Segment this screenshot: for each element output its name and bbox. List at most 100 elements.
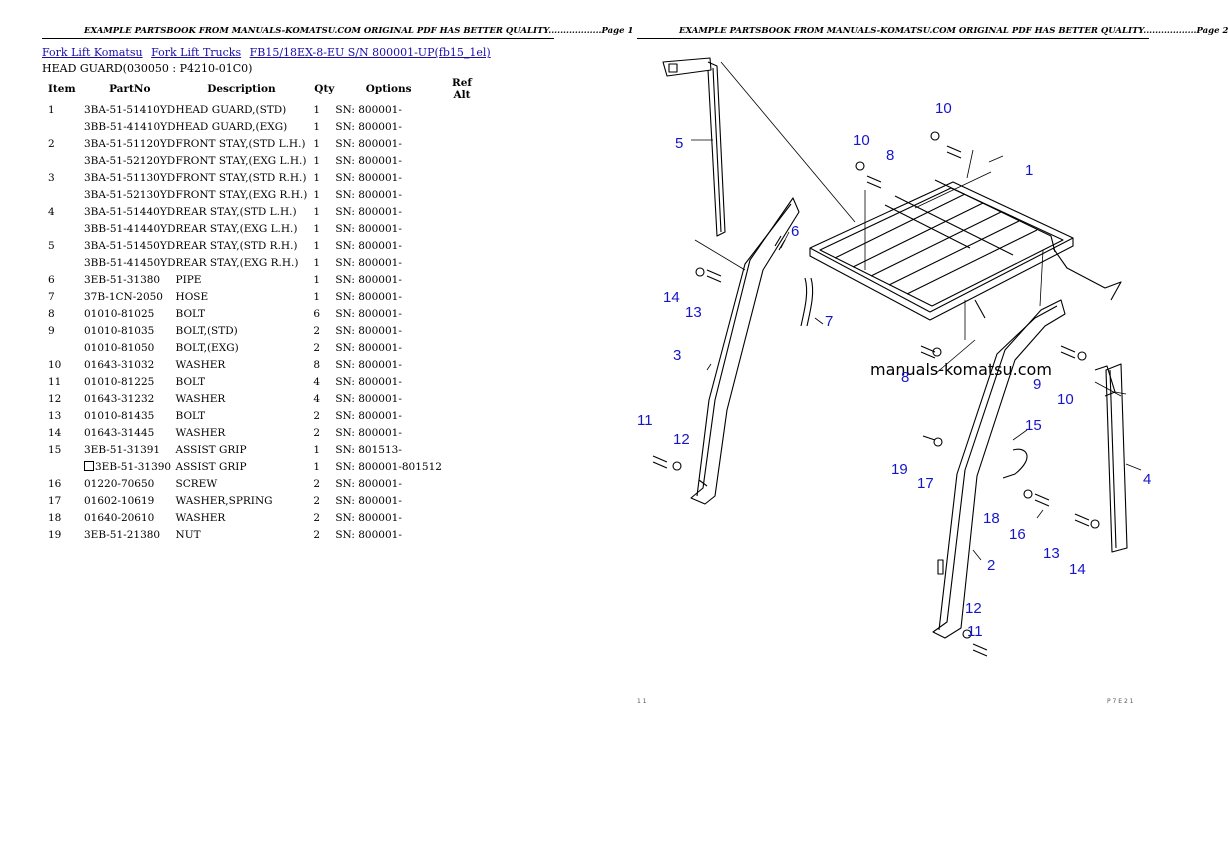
cell-qty: 8 [307,356,335,373]
cell-qty-text: 2 [313,341,321,354]
cell-qty-text: 1 [313,171,321,184]
cell-description-text: BOLT [175,375,206,388]
column-header-partno: PartNo [109,83,151,95]
cell-qty-text: 6 [313,307,321,320]
cell-description-text: BOLT,(STD) [175,324,238,337]
cell-partno: 01643-31232 [84,390,176,407]
cell-qty-text: 1 [313,103,321,116]
cell-partno-text: 3BB-51-41440YD [84,222,176,235]
column-header-qty: Qty [314,83,335,95]
fasteners [652,131,1100,657]
cell-options: SN: 800001- [335,390,442,407]
callout-label-1: 1 [1025,162,1033,179]
callout-label-10: 10 [853,132,870,149]
cell-qty: 1 [307,203,335,220]
breadcrumb-link-fork-lift-komatsu[interactable]: Fork Lift Komatsu [42,46,143,59]
breadcrumb-link-model[interactable]: FB15/18EX-8-EU S/N 800001-UP(fb15_1el) [249,46,491,59]
callout-label-12: 12 [673,431,690,448]
column-header-options: Options [365,83,412,95]
cell-item: 8 [42,305,84,322]
cell-qty-text: 2 [313,528,321,541]
cell-description-text: WASHER [175,392,226,405]
cell-options: SN: 800001- [335,220,442,237]
cell-item-text: 7 [48,290,55,303]
cell-item: 16 [42,475,84,492]
cell-description-text: BOLT [175,409,206,422]
cell-description: PIPE [176,271,308,288]
cell-item-text: 10 [48,358,62,371]
cell-options: SN: 800001- [335,169,442,186]
cell-partno-text: 3BA-51-51130YD [84,171,176,184]
cell-options: SN: 800001-801512 [335,458,442,475]
cell-partno-text: 3BA-51-51410YD [84,103,176,116]
cell-description-text: BOLT [175,307,206,320]
cell-partno-text: 01643-31032 [84,358,155,371]
cell-ref-alt [442,356,482,373]
cell-qty: 1 [307,441,335,458]
cell-partno: 01010-81025 [84,305,176,322]
cell-item [42,220,84,237]
cell-qty: 1 [307,220,335,237]
cell-qty: 2 [307,492,335,509]
cell-partno-text: 01643-31445 [84,426,155,439]
cell-qty: 2 [307,339,335,356]
cell-description-text: WASHER [175,426,226,439]
cell-options-text: SN: 800001- [335,511,402,524]
cell-partno: 01643-31032 [84,356,176,373]
cell-options: SN: 800001- [335,101,442,118]
cell-ref-alt [442,373,482,390]
cell-partno: 3BA-51-52120YD [84,152,176,169]
cell-partno: 3BA-51-51130YD [84,169,176,186]
cell-options-text: SN: 800001- [335,358,402,371]
breadcrumb-link-fork-lift-trucks[interactable]: Fork Lift Trucks [151,46,242,59]
cell-qty-text: 2 [313,511,321,524]
cell-item-text: 11 [48,375,62,388]
cell-item: 7 [42,288,84,305]
cell-description-text: REAR STAY,(STD L.H.) [175,205,297,218]
cell-item: 2 [42,135,84,152]
cell-description: FRONT STAY,(EXG L.H.) [176,152,308,169]
callout-label-7: 7 [825,313,833,330]
cell-item: 19 [42,526,84,543]
cell-partno-text: 3BB-51-41450YD [84,256,176,269]
cell-ref-alt [442,390,482,407]
rear-stay-rh-part5 [662,57,726,237]
cell-partno-text: 37B-1CN-2050 [84,290,163,303]
cell-description-text: FRONT STAY,(EXG L.H.) [175,154,307,167]
callout-label-12: 12 [965,600,982,617]
cell-options: SN: 800001- [335,203,442,220]
cell-options: SN: 801513- [335,441,442,458]
cell-partno-text: 3BA-51-52130YD [84,188,176,201]
cell-partno-text: 3EB-51-31391 [84,443,161,456]
cell-description: BOLT,(STD) [176,322,308,339]
cell-qty: 1 [307,135,335,152]
cell-partno-text: 3BB-51-41410YD [84,120,176,133]
cell-options-text: SN: 800001- [335,120,402,133]
cell-description: ASSIST GRIP [176,441,308,458]
page-footer-left: 1 1 [637,698,647,705]
cell-item-text: 8 [48,307,55,320]
cell-partno: 01640-20610 [84,509,176,526]
cell-description: HEAD GUARD,(EXG) [176,118,308,135]
cell-options-text: SN: 800001- [335,426,402,439]
cell-qty-text: 2 [313,477,321,490]
cell-qty: 1 [307,288,335,305]
cell-ref-alt [442,101,482,118]
cell-qty: 1 [307,118,335,135]
cell-options-text: SN: 800001- [335,256,402,269]
cell-qty: 1 [307,169,335,186]
cell-options-text: SN: 800001- [335,528,402,541]
cell-qty-text: 1 [313,460,321,473]
callout-label-8: 8 [901,369,909,386]
cell-qty: 2 [307,407,335,424]
cell-item-text: 12 [48,392,62,405]
cell-partno: 3EB-51-31380 [84,271,176,288]
cell-description: WASHER [176,424,308,441]
cell-partno: 01010-81225 [84,373,176,390]
cell-item [42,254,84,271]
parts-list-page: EXAMPLE PARTSBOOK FROM MANUALS-KOMATSU.C… [0,0,633,842]
